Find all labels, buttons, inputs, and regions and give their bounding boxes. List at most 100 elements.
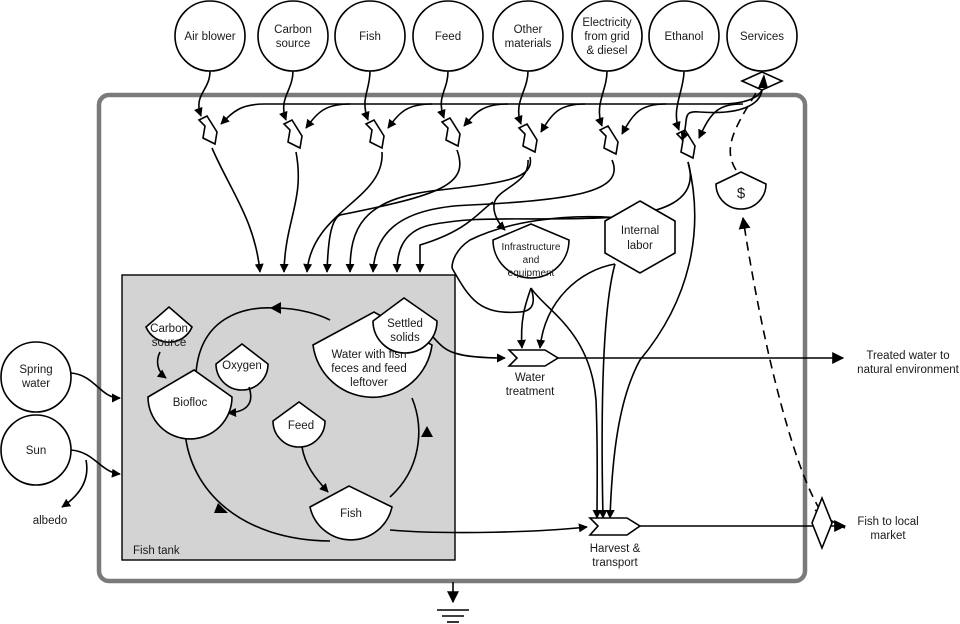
interaction-icon bbox=[364, 118, 385, 150]
svg-text:Oxygen: Oxygen bbox=[222, 360, 262, 372]
flow-carbon-source bbox=[279, 70, 294, 121]
heat-sink-icon bbox=[437, 582, 469, 623]
source-electricity: Electricity from grid & diesel bbox=[571, 0, 643, 72]
svg-text:$: $ bbox=[737, 185, 746, 202]
tank-feed: Feed bbox=[272, 401, 326, 448]
svg-text:water: water bbox=[21, 378, 50, 390]
fish-tank-label: Fish tank bbox=[133, 545, 180, 557]
source-label: source bbox=[276, 38, 311, 50]
flow-feed bbox=[437, 70, 449, 119]
loop-left bbox=[184, 431, 331, 542]
infrastructure-storage: Infrastructure and equipment bbox=[492, 223, 570, 279]
svg-text:natural environment: natural environment bbox=[857, 364, 959, 376]
source-label: Electricity bbox=[582, 17, 631, 29]
source-label: Fish bbox=[359, 31, 381, 43]
albedo-label: albedo bbox=[33, 515, 68, 527]
feedback-flow bbox=[698, 103, 744, 139]
svg-text:Fish: Fish bbox=[340, 508, 362, 520]
flow-infra-water bbox=[516, 287, 532, 349]
flow-carbon-biofloc bbox=[156, 351, 167, 379]
feedback-flow bbox=[220, 103, 266, 125]
svg-text:equipment: equipment bbox=[508, 268, 555, 279]
flow-feed-fish bbox=[301, 446, 329, 493]
source-label: Services bbox=[740, 31, 784, 43]
flow-infra-loop bbox=[451, 267, 535, 314]
feedback-flow bbox=[621, 103, 667, 135]
svg-text:Biofloc: Biofloc bbox=[173, 397, 208, 409]
svg-text:Harvest &: Harvest & bbox=[590, 543, 641, 555]
flow-to-infrastructure bbox=[493, 159, 529, 231]
source-label: materials bbox=[505, 38, 552, 50]
flow-albedo bbox=[61, 459, 88, 508]
services-distribution-line bbox=[265, 89, 763, 105]
svg-text:Water: Water bbox=[515, 372, 545, 384]
source-fish: Fish bbox=[334, 0, 406, 72]
flow-services bbox=[680, 89, 763, 141]
svg-text:market: market bbox=[870, 530, 906, 542]
source-services: Services bbox=[726, 0, 798, 72]
interaction-icon bbox=[517, 122, 538, 154]
tank-oxygen: Oxygen bbox=[215, 342, 269, 391]
interaction-icon bbox=[197, 114, 218, 146]
svg-text:transport: transport bbox=[592, 557, 638, 569]
feedback-flow bbox=[463, 103, 509, 127]
treated-water-label: Treated water to bbox=[866, 350, 949, 362]
system-boundary bbox=[96, 92, 808, 584]
flow-fish bbox=[361, 70, 371, 121]
flow-infra-harvest bbox=[530, 287, 602, 519]
tank-settled-solids: Settled solids bbox=[372, 297, 438, 354]
svg-text:Spring: Spring bbox=[19, 364, 52, 376]
source-sun: Sun bbox=[0, 414, 72, 486]
fish-market-label: Fish to local bbox=[857, 516, 918, 528]
flow-sun bbox=[70, 449, 121, 478]
source-label: & diesel bbox=[587, 45, 628, 57]
svg-text:Sun: Sun bbox=[26, 445, 46, 457]
svg-text:solids: solids bbox=[390, 332, 420, 344]
internal-labor: Internal labor bbox=[604, 200, 676, 274]
feedback-flow bbox=[387, 103, 433, 129]
svg-text:Carbon: Carbon bbox=[150, 323, 188, 335]
water-treatment-process: Water treatment bbox=[506, 349, 560, 398]
flow-ethanol bbox=[672, 70, 685, 131]
source-label: Ethanol bbox=[664, 31, 703, 43]
source-ethanol: Ethanol bbox=[648, 0, 720, 72]
source-feed: Feed bbox=[412, 0, 484, 72]
money-storage: $ bbox=[715, 171, 767, 210]
harvest-process: Harvest & transport bbox=[588, 517, 642, 569]
flow-fish-harvest bbox=[389, 523, 588, 534]
source-other-materials: Other materials bbox=[492, 0, 564, 72]
flow-other-materials bbox=[514, 70, 529, 125]
svg-text:and: and bbox=[523, 255, 540, 266]
flow-electricity bbox=[595, 70, 608, 127]
money-flow-dashed bbox=[738, 216, 821, 511]
tank-fish: Fish bbox=[309, 485, 393, 541]
interaction-icon bbox=[675, 128, 696, 160]
svg-text:labor: labor bbox=[627, 240, 653, 252]
flow-ethanol-harvest bbox=[605, 161, 696, 519]
svg-text:Internal: Internal bbox=[621, 225, 659, 237]
flow-spring-water bbox=[70, 372, 121, 403]
svg-text:Infrastructure: Infrastructure bbox=[502, 242, 561, 253]
tank-biofloc: Biofloc bbox=[147, 369, 233, 440]
services-transaction-icon bbox=[740, 71, 784, 91]
interaction-icon bbox=[440, 116, 461, 148]
feedback-flow bbox=[305, 103, 351, 129]
source-label: Air blower bbox=[184, 31, 235, 43]
flow-air-blower bbox=[194, 70, 211, 117]
loop-top bbox=[195, 307, 331, 374]
loop-right bbox=[389, 397, 420, 498]
svg-text:Settled: Settled bbox=[387, 318, 423, 330]
tank-carbon-source: Carbon source bbox=[145, 305, 193, 349]
svg-text:feces and feed: feces and feed bbox=[331, 363, 406, 375]
flow-labor-water bbox=[536, 263, 616, 349]
flow-labor-harvest bbox=[598, 263, 616, 519]
flow-labor-infra bbox=[451, 215, 641, 269]
source-air-blower: Air blower bbox=[174, 0, 246, 72]
source-label: from grid bbox=[584, 31, 629, 43]
money-to-services-dashed bbox=[729, 79, 765, 171]
source-label: Other bbox=[514, 24, 543, 36]
svg-text:source: source bbox=[152, 337, 187, 349]
flow-oxygen-biofloc bbox=[227, 386, 252, 418]
